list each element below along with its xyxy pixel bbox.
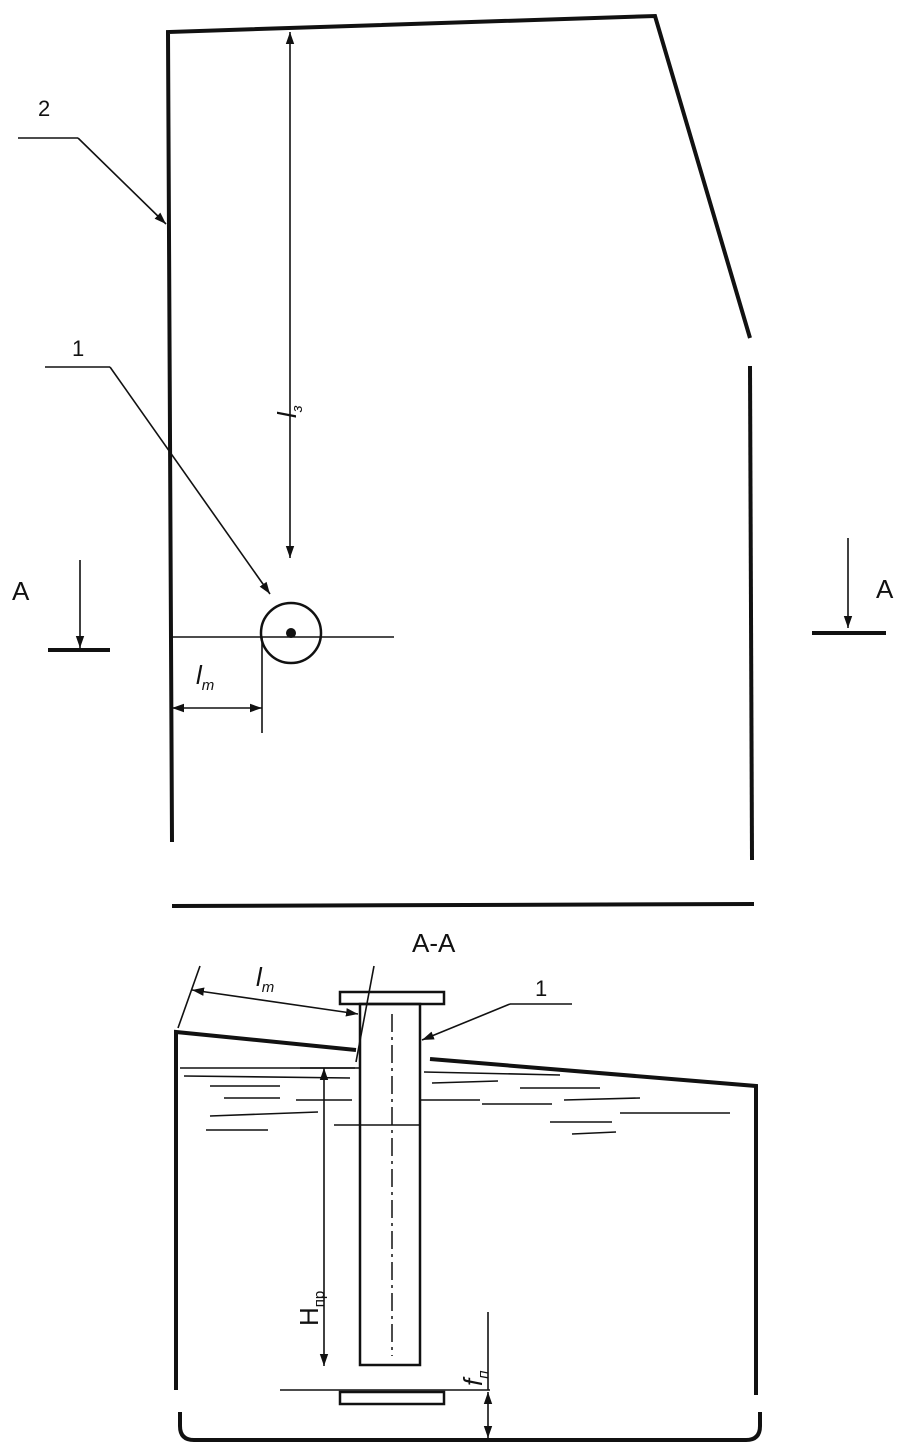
callout-2-arrow xyxy=(77,137,167,225)
callout-1-label: 1 xyxy=(72,336,84,361)
fp-label: fп xyxy=(458,1371,492,1387)
tank-bottom-section xyxy=(178,1412,762,1442)
callout-1-section-arrow xyxy=(421,1003,511,1041)
section-marker-left-label: A xyxy=(12,576,30,606)
plan-view: 2 lз 1 lт A A xyxy=(12,13,894,861)
pipe-top-flange xyxy=(338,990,446,1006)
section-view: A-A xyxy=(174,928,762,1442)
lt-section-label: lт xyxy=(256,962,274,996)
tank-outline-section xyxy=(174,1029,357,1390)
callout-1-arrow xyxy=(109,366,271,595)
pipe-circle-plan xyxy=(259,601,323,665)
bottom-support-plate xyxy=(338,1390,446,1406)
lt-plan-label: lт xyxy=(196,660,214,694)
lt-section-dimension-line xyxy=(191,987,359,1017)
tank-roof-right xyxy=(429,1057,758,1395)
liquid-surface xyxy=(180,1067,730,1135)
tank-right-wall-plan xyxy=(748,365,754,861)
section-title: A-A xyxy=(412,928,456,958)
lt-section-extension-left xyxy=(177,965,201,1029)
hpr-label: Hпр xyxy=(294,1291,328,1326)
pipe-body xyxy=(358,1002,422,1367)
l3-label: lз xyxy=(272,405,306,418)
pipe-center-dot xyxy=(286,628,296,638)
lt-section-extension-right xyxy=(355,965,375,1063)
callout-1-section-label: 1 xyxy=(535,976,547,1001)
section-marker-right-label: A xyxy=(876,574,894,604)
callout-2-label: 2 xyxy=(38,96,50,121)
tank-outline-plan xyxy=(165,13,752,843)
view-separator xyxy=(171,902,755,908)
